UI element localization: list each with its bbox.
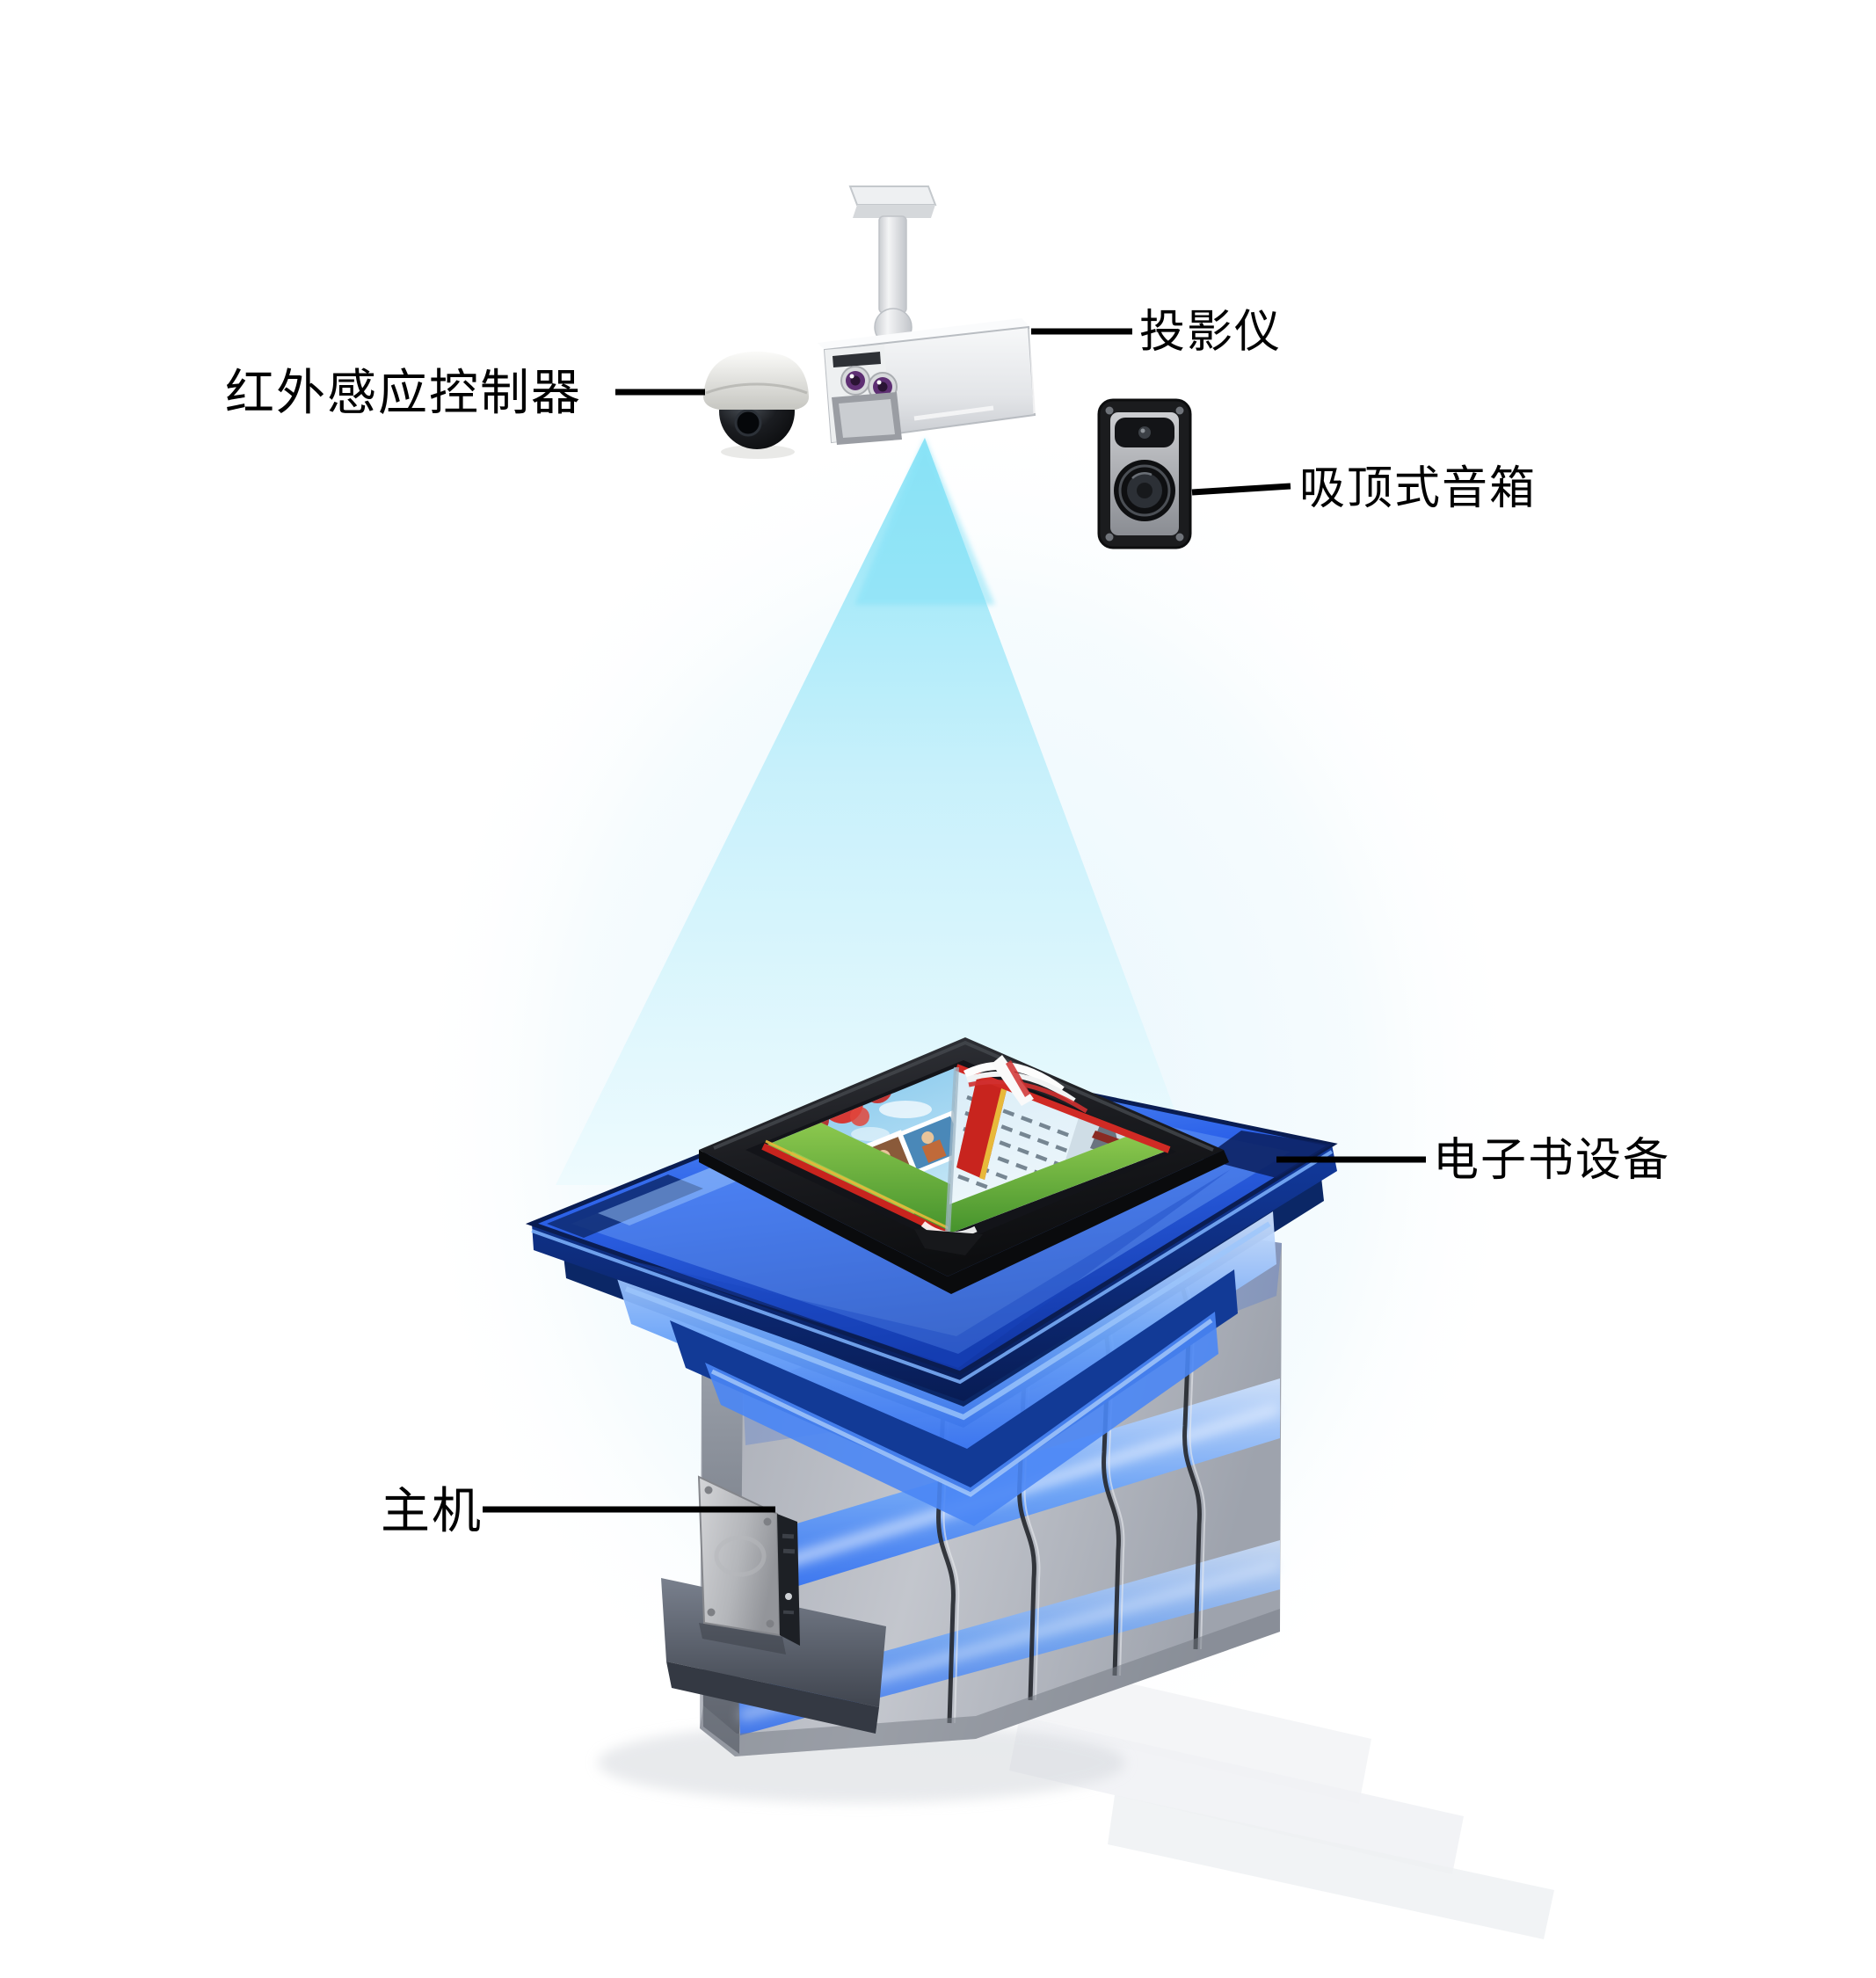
- projector-icon: [818, 185, 1036, 445]
- label-ebook-device: 电子书设备: [1433, 1135, 1671, 1186]
- label-ceiling-speaker: 吸顶式音箱: [1299, 463, 1538, 514]
- host-computer-icon: [697, 1475, 800, 1654]
- label-host-computer: 主机: [381, 1483, 483, 1538]
- speaker-icon: [1097, 398, 1192, 549]
- label-infrared-sensor-controller: 红外感应控制器: [225, 365, 582, 420]
- interactive-table: [525, 1037, 1338, 1756]
- projector-body: [818, 318, 1036, 445]
- line-speaker: [1191, 483, 1291, 496]
- label-projector: 投影仪: [1139, 307, 1283, 358]
- book-spine: [914, 1066, 983, 1255]
- glass-skirt: [563, 1169, 1324, 1526]
- ebook-screen: [699, 1037, 1229, 1294]
- dome-camera-icon: [703, 351, 810, 459]
- connector-lines: [483, 328, 1426, 1513]
- projection-light-cone: [556, 438, 1203, 1185]
